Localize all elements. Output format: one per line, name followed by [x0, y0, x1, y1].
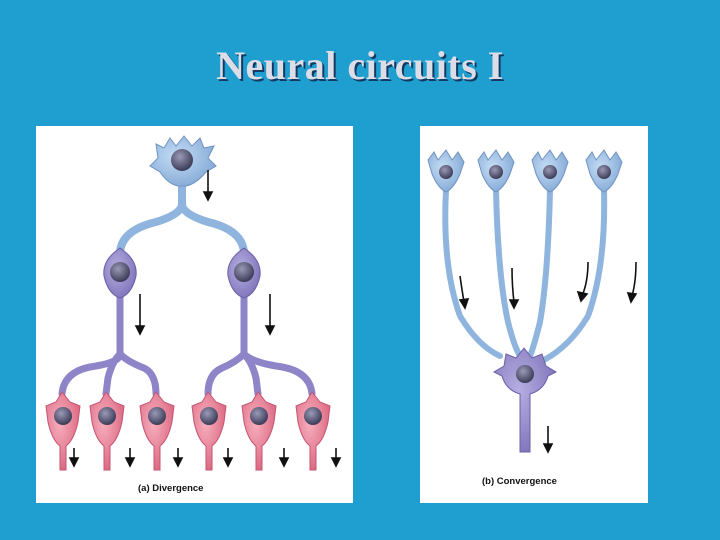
postsynaptic-neuron-4: [191, 391, 227, 471]
arrow-down-icon: [134, 294, 146, 336]
postsynaptic-neuron-6: [295, 391, 331, 471]
convergence-postsynaptic-neuron: [492, 347, 558, 453]
arrow-down-icon: [222, 448, 234, 468]
nucleus-icon: [148, 407, 166, 425]
arrow-down-icon: [68, 448, 80, 468]
intermediate-axon-branches: [58, 292, 316, 398]
nucleus-icon: [110, 262, 130, 282]
arrow-down-icon: [278, 448, 290, 468]
arrow-down-icon: [124, 448, 136, 468]
divergence-diagram: [45, 135, 342, 471]
postsynaptic-neuron-3: [139, 391, 175, 471]
arrow-down-icon: [202, 170, 214, 202]
nucleus-icon: [439, 165, 453, 179]
divergence-caption: (a) Divergence: [138, 483, 204, 494]
arrow-down-icon: [264, 294, 276, 336]
arrow-down-icon: [172, 448, 184, 468]
nucleus-icon: [489, 165, 503, 179]
slide-title: Neural circuits I: [216, 43, 504, 88]
presynaptic-axon-branches: [116, 182, 248, 256]
arrow-down-icon: [626, 261, 638, 304]
convergence-presynaptic-neuron-3: [531, 149, 569, 193]
nucleus-icon: [171, 149, 193, 171]
nucleus-icon: [543, 165, 557, 179]
arrow-down-icon: [508, 267, 520, 310]
postsynaptic-neuron-1: [45, 391, 81, 471]
divergence-presynaptic-neuron: [149, 135, 217, 187]
postsynaptic-neuron-2: [89, 391, 125, 471]
convergence-presynaptic-neuron-4: [585, 149, 623, 193]
nucleus-icon: [304, 407, 322, 425]
convergence-panel: (b) Convergence: [420, 126, 648, 503]
divergence-intermediate-neuron-left: [103, 247, 137, 299]
nucleus-icon: [250, 407, 268, 425]
nucleus-icon: [200, 407, 218, 425]
convergence-presynaptic-neuron-2: [477, 149, 515, 193]
arrow-down-icon: [330, 448, 342, 468]
divergence-postsynaptic-neurons: [45, 391, 331, 471]
convergence-caption: (b) Convergence: [482, 476, 557, 487]
nucleus-icon: [98, 407, 116, 425]
signal-arrows: [68, 170, 342, 468]
arrow-down-icon: [542, 426, 554, 454]
arrow-down-icon: [458, 275, 470, 310]
nucleus-icon: [54, 407, 72, 425]
divergence-panel: (a) Divergence: [36, 126, 353, 503]
nucleus-icon: [516, 365, 534, 383]
convergence-presynaptic-neuron-1: [427, 149, 465, 193]
divergence-intermediate-neuron-right: [227, 247, 261, 299]
arrow-down-icon: [576, 261, 589, 303]
convergence-diagram: [427, 149, 638, 454]
postsynaptic-neuron-5: [241, 391, 277, 471]
nucleus-icon: [597, 165, 611, 179]
signal-arrows: [458, 261, 638, 454]
converging-axons: [442, 187, 608, 363]
nucleus-icon: [234, 262, 254, 282]
